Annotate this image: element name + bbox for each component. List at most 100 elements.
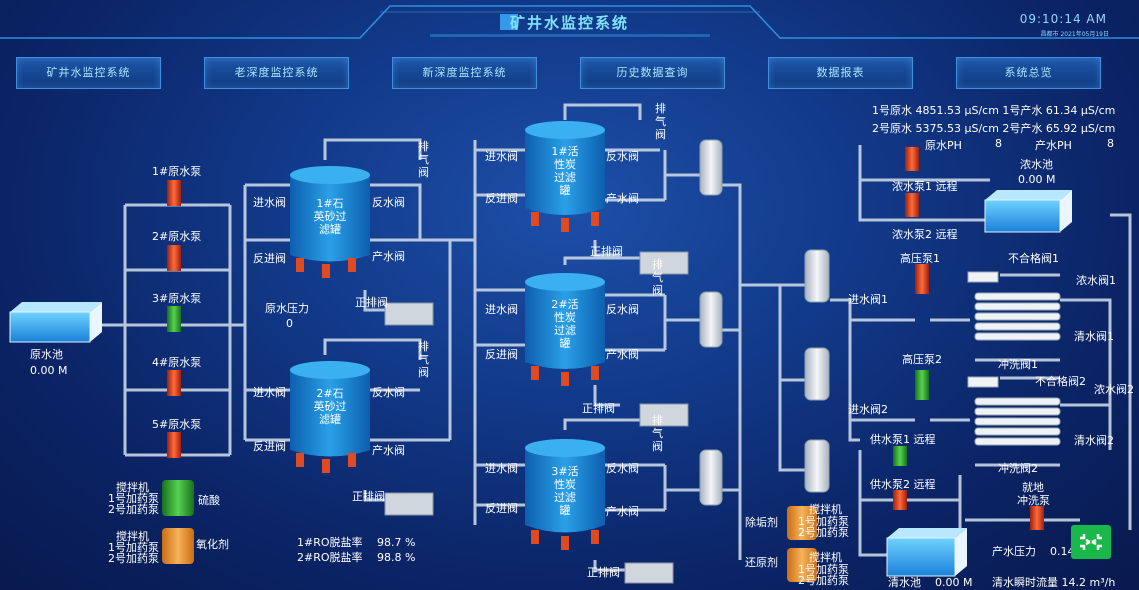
mixer-1-label: 搅拌机: [116, 481, 149, 494]
raw-pool-label: 原水池: [30, 348, 63, 361]
sand2-vent-valve[interactable]: 排气阀: [418, 340, 429, 379]
carbon3-in-valve[interactable]: 进水阀: [485, 462, 518, 475]
reductant-label: 还原剂: [745, 556, 778, 569]
flush-valve-2[interactable]: 冲洗阀2: [998, 462, 1038, 475]
pump-2-label[interactable]: 2#原水泵: [152, 230, 202, 243]
flow-label: 清水瞬时流量 14.2 m³/h: [992, 576, 1116, 589]
carbon-tank-1[interactable]: 1#活性炭过滤罐: [551, 145, 579, 197]
nav-new-deep[interactable]: 新深度监控系统: [392, 57, 537, 89]
product-pressure-value: 0.14: [1050, 545, 1075, 558]
carbon1-back-valve[interactable]: 反水阀: [606, 150, 639, 163]
carbon3-out-valve[interactable]: 产水阀: [606, 505, 639, 518]
reject-valve-1[interactable]: 不合格阀1: [1008, 252, 1059, 265]
mixer-1-dose-1[interactable]: 1号加药泵: [108, 492, 159, 505]
mixer-4-label: 搅拌机: [809, 551, 842, 564]
pump-5-label[interactable]: 5#原水泵: [152, 418, 202, 431]
carbon2-vent-valve[interactable]: 排气阀: [652, 258, 663, 297]
carbon3-drain-valve[interactable]: 正排阀: [587, 566, 620, 579]
carbon1-vent-valve[interactable]: 排气阀: [655, 102, 666, 141]
conc-pool-label: 浓水池: [1020, 158, 1053, 171]
mixer-3-dose-2[interactable]: 2号加药泵: [798, 526, 849, 539]
carbon1-backin-valve[interactable]: 反进阀: [485, 192, 518, 205]
sand1-drain-valve[interactable]: 正排阀: [355, 296, 388, 309]
pump-4-label[interactable]: 4#原水泵: [152, 356, 202, 369]
carbon3-vent-valve[interactable]: 排气阀: [652, 414, 663, 453]
flush-pump-label[interactable]: 冲洗泵: [1017, 494, 1050, 507]
sand2-back-valve[interactable]: 反水阀: [372, 386, 405, 399]
mixer-1-dose-2[interactable]: 2号加药泵: [108, 503, 159, 516]
clock-time: 09:10:14 AM: [1019, 12, 1107, 26]
conductivity-row-2: 2号原水 5375.53 μS/cm 2号产水 65.92 μS/cm: [872, 122, 1116, 135]
conc-valve-1[interactable]: 浓水阀1: [1076, 274, 1116, 287]
nav-mine-water[interactable]: 矿井水监控系统: [16, 57, 161, 89]
carbon1-out-valve[interactable]: 产水阀: [606, 192, 639, 205]
nav-old-deep[interactable]: 老深度监控系统: [204, 57, 349, 89]
hp-pump-2[interactable]: 高压泵2: [902, 353, 942, 366]
supply-pump-1[interactable]: 供水泵1 远程: [870, 433, 936, 446]
supply-pump-2[interactable]: 供水泵2 远程: [870, 478, 936, 491]
sand-tank-1[interactable]: 1#石英砂过滤罐: [313, 197, 347, 236]
page-title: 矿井水监控系统: [509, 14, 629, 32]
carbon2-back-valve[interactable]: 反水阀: [606, 303, 639, 316]
antiscalant-label: 除垢剂: [745, 516, 778, 529]
raw-pool-level: 0.00 M: [30, 364, 68, 377]
ph-raw-value: 8: [995, 137, 1002, 150]
sand2-out-valve[interactable]: 产水阀: [372, 444, 405, 457]
main-nav: 矿井水监控系统 老深度监控系统 新深度监控系统 历史数据查询 数据报表 系统总览: [16, 57, 1101, 89]
carbon3-back-valve[interactable]: 反水阀: [606, 462, 639, 475]
oxidant-label: 氧化剂: [196, 538, 229, 551]
mixer-2-dose-1[interactable]: 1号加药泵: [108, 541, 159, 554]
inlet-valve-2[interactable]: 进水阀2: [848, 403, 888, 416]
pump-3-label[interactable]: 3#原水泵: [152, 292, 202, 305]
conc-pump-1[interactable]: 浓水泵1 远程: [892, 180, 958, 193]
sand1-backin-valve[interactable]: 反进阀: [253, 252, 286, 265]
carbon1-drain-valve[interactable]: 正排阀: [590, 245, 623, 258]
carbon2-in-valve[interactable]: 进水阀: [485, 303, 518, 316]
ro2-rate-value: 98.8 %: [377, 551, 416, 564]
hp-pump-1[interactable]: 高压泵1: [900, 252, 940, 265]
clean-pool-label: 清水池: [888, 576, 921, 589]
pump-1-label[interactable]: 1#原水泵: [152, 165, 202, 178]
ph-product-value: 8: [1107, 137, 1114, 150]
carbon1-in-valve[interactable]: 进水阀: [485, 150, 518, 163]
mixer-4-dose-1[interactable]: 1号加药泵: [798, 563, 849, 576]
sand1-vent-valve[interactable]: 排气阀: [418, 140, 429, 179]
carbon2-drain-valve[interactable]: 正排阀: [582, 402, 615, 415]
ro1-rate-value: 98.7 %: [377, 536, 416, 549]
reject-valve-2[interactable]: 不合格阀2: [1035, 375, 1086, 388]
sand2-in-valve[interactable]: 进水阀: [253, 386, 286, 399]
conductivity-row-1: 1号原水 4851.53 μS/cm 1号产水 61.34 μS/cm: [872, 104, 1116, 117]
mixer-4-dose-2[interactable]: 2号加药泵: [798, 574, 849, 587]
onsite-label: 就地: [1022, 481, 1044, 494]
mixer-3-dose-1[interactable]: 1号加药泵: [798, 515, 849, 528]
sand1-in-valve[interactable]: 进水阀: [253, 196, 286, 209]
conc-pump-2[interactable]: 浓水泵2 远程: [892, 228, 958, 241]
sand-tank-2[interactable]: 2#石英砂过滤罐: [313, 387, 347, 426]
inlet-valve-1[interactable]: 进水阀1: [848, 293, 888, 306]
carbon-tank-3[interactable]: 3#活性炭过滤罐: [551, 465, 579, 517]
sand1-out-valve[interactable]: 产水阀: [372, 250, 405, 263]
carbon3-backin-valve[interactable]: 反进阀: [485, 502, 518, 515]
sand2-drain-valve[interactable]: 正排阀: [352, 490, 385, 503]
flush-valve-1[interactable]: 冲洗阀1: [998, 358, 1038, 371]
clean-valve-2[interactable]: 清水阀2: [1074, 434, 1114, 447]
mixer-2-dose-2[interactable]: 2号加药泵: [108, 552, 159, 565]
sand1-back-valve[interactable]: 反水阀: [372, 196, 405, 209]
acid-label: 硫酸: [198, 494, 220, 507]
raw-pool: [9, 302, 102, 343]
nav-report[interactable]: 数据报表: [768, 57, 913, 89]
nav-overview[interactable]: 系统总览: [956, 57, 1101, 89]
carbon2-backin-valve[interactable]: 反进阀: [485, 348, 518, 361]
product-pressure-label: 产水压力: [992, 545, 1036, 558]
carbon-tank-2[interactable]: 2#活性炭过滤罐: [551, 298, 579, 350]
mixer-2-label: 搅拌机: [116, 530, 149, 543]
fullscreen-button[interactable]: [1071, 525, 1111, 559]
carbon2-out-valve[interactable]: 产水阀: [606, 348, 639, 361]
clean-valve-1[interactable]: 清水阀1: [1074, 330, 1114, 343]
conc-valve-2[interactable]: 浓水阀2: [1094, 383, 1134, 396]
sand2-backin-valve[interactable]: 反进阀: [253, 440, 286, 453]
nav-history[interactable]: 历史数据查询: [580, 57, 725, 89]
clock-date: 昌都市 2021年05月19日: [1040, 31, 1109, 38]
